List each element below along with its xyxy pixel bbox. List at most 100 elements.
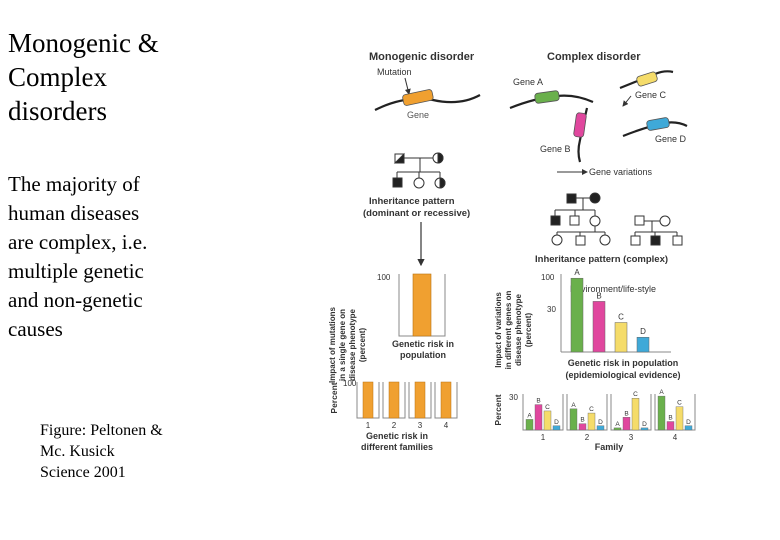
bar: [640, 427, 649, 431]
gene-b-label: Gene B: [540, 144, 571, 154]
mutated-gene: [402, 89, 434, 106]
family-panel: [566, 394, 608, 431]
title-line: Monogenic &: [8, 28, 159, 58]
bar: [534, 404, 543, 431]
complex-pedigree: [550, 192, 683, 246]
monogenic-title: Monogenic disorder: [369, 51, 475, 63]
bar: [587, 412, 596, 431]
gene-label: Gene: [407, 110, 429, 120]
slide-title: Monogenic & Complex disorders: [8, 26, 308, 128]
body-line: human diseases: [8, 201, 140, 225]
genetics-figure: Monogenic disorder Mutation Gene Inherit…: [328, 51, 696, 452]
family-tick: 2: [392, 421, 397, 430]
monogenic-pedigree: [392, 152, 446, 189]
fam-xlabel-line: Genetic risk in: [366, 431, 428, 441]
slide-body-text: The majority of human diseases are compl…: [8, 170, 308, 344]
percent-label-right: Percent: [493, 394, 503, 425]
bar: [592, 301, 606, 353]
bar: [666, 421, 675, 431]
single-gene-chart: [398, 273, 446, 337]
caption-line: Science 2001: [40, 464, 126, 481]
complex-title: Complex disorder: [547, 51, 641, 63]
bar: [675, 406, 684, 431]
mutation-label: Mutation: [377, 67, 412, 77]
figure-caption: Figure: Peltonen & Mc. Kusick Science 20…: [40, 420, 220, 483]
bar-label: A: [571, 402, 576, 409]
right-tick-100: 100: [541, 273, 555, 282]
bar: [440, 381, 452, 419]
bar-label: A: [527, 412, 532, 419]
right-xlabel-line: (epidemiological evidence): [565, 370, 680, 380]
bar-label: C: [545, 404, 550, 411]
caption-line: Figure: Peltonen &: [40, 422, 163, 439]
gene-d-label: Gene D: [655, 134, 687, 144]
bar: [596, 425, 605, 431]
right-xlabel-line: Genetic risk in population: [568, 358, 679, 368]
mutation-arrow: [404, 77, 411, 95]
fam-xlabel-line: different families: [361, 442, 433, 452]
body-line: causes: [8, 317, 63, 341]
right-ylabel-line: disease phenotype: [514, 293, 523, 366]
bar-label: D: [686, 419, 691, 426]
bar-label: A: [659, 389, 664, 396]
body-line: and non-genetic: [8, 288, 143, 312]
gene-d-block: [646, 117, 670, 131]
bar: [543, 410, 552, 431]
bar: [414, 381, 426, 419]
chromosome-strand: [374, 94, 481, 111]
bar-label: D: [640, 327, 646, 336]
family-panel: [654, 394, 696, 431]
left-ylabel-line: disease phenotype: [348, 308, 357, 381]
family-tick: 4: [444, 421, 449, 430]
families-single-gene-chart: 1 2 3 4: [356, 381, 458, 430]
title-line: disorders: [8, 96, 107, 126]
right-ylabel-line: (percent): [524, 313, 533, 348]
family-tick: 1: [366, 421, 371, 430]
gene-c-label: Gene C: [635, 90, 667, 100]
bar: [684, 425, 693, 431]
inheritance-complex-label: Inheritance pattern (complex): [535, 254, 668, 265]
gene-variations-label: Gene variations: [589, 167, 653, 177]
family-tick: 1: [541, 433, 546, 442]
bar: [578, 423, 587, 431]
left-ylabel-line: (percent): [358, 328, 367, 363]
bar-label: A: [574, 268, 580, 277]
bar: [631, 398, 640, 431]
bar-label: B: [624, 410, 628, 417]
body-line: The majority of: [8, 172, 140, 196]
body-line: multiple genetic: [8, 259, 144, 283]
family-tick: 3: [418, 421, 423, 430]
left-tick-100: 100: [377, 273, 391, 282]
bar-label: B: [596, 291, 601, 300]
bar-label: D: [554, 419, 559, 426]
right-ylabel-line: Impact of variations: [494, 292, 503, 368]
left-xlabel-line: Genetic risk in: [392, 339, 454, 349]
body-line: are complex, i.e.: [8, 230, 148, 254]
bar: [569, 408, 578, 431]
bar: [622, 417, 631, 431]
bar: [613, 427, 622, 431]
bar: [412, 273, 432, 337]
bar-label: C: [633, 391, 638, 398]
family-panel: [610, 394, 652, 431]
bar: [552, 425, 561, 431]
bar: [636, 336, 650, 353]
gene-a-label: Gene A: [513, 77, 543, 87]
fam-tick-100: 100: [343, 379, 357, 388]
inheritance-simple-label: Inheritance pattern: [369, 196, 455, 207]
family-tick: 2: [585, 433, 590, 442]
gene-c-arrow: [622, 95, 632, 107]
bar: [657, 395, 666, 431]
bar-label: C: [677, 400, 682, 407]
percent-label-left: Percent: [329, 382, 339, 413]
right-tick-30: 30: [547, 305, 556, 314]
environment-label: Environment/life-style: [570, 284, 656, 294]
fam-tick-30: 30: [509, 393, 518, 402]
bar: [614, 322, 628, 353]
title-line: Complex: [8, 62, 107, 92]
family-panel: [522, 394, 564, 431]
gene-a-block: [534, 90, 560, 104]
gene-c-block: [636, 71, 658, 87]
left-xlabel-line: population: [400, 350, 446, 360]
